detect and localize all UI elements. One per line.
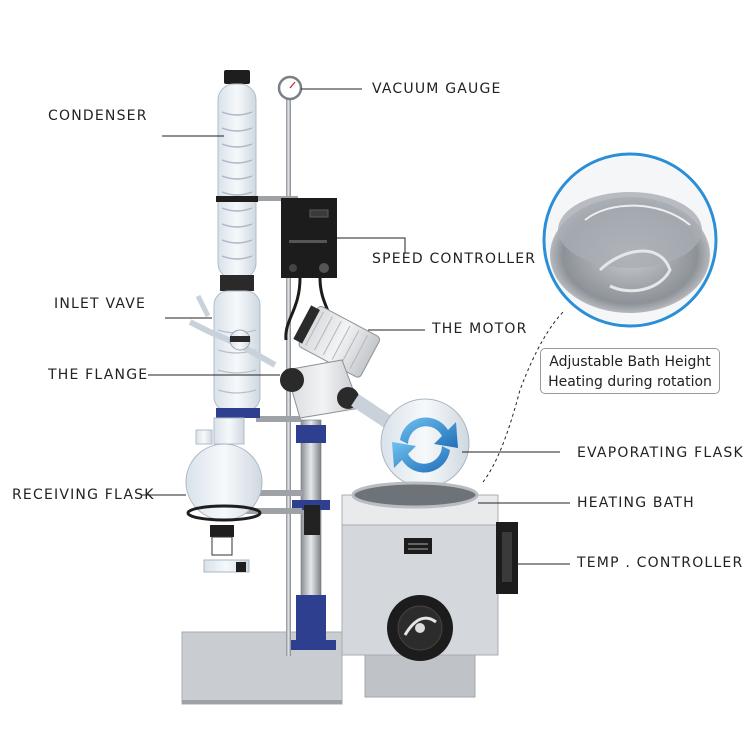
clamp-arms [240, 196, 302, 514]
motor-unit [293, 305, 381, 378]
flange-housing [280, 359, 361, 419]
bath-knob [387, 595, 453, 661]
leader-lines [142, 88, 570, 565]
bath-base [364, 654, 476, 698]
vacuum-gauge [277, 75, 303, 101]
label-speed-controller: SPEED CONTROLLER [372, 251, 537, 267]
temp-controller-box [496, 522, 518, 594]
label-inlet-valve: INLET VAVE [54, 296, 147, 312]
label-flange: THE FLANGE [48, 367, 149, 383]
label-vacuum-gauge: VACUUM GAUGE [372, 81, 502, 97]
bath-callout-box: Adjustable Bath Height Heating during ro… [540, 348, 720, 394]
bath-inset-photo [542, 152, 718, 328]
condenser-glass [213, 70, 261, 418]
label-temp-controller: TEMP . CONTROLLER [577, 555, 744, 571]
speed-controller-box [281, 198, 337, 278]
evaporating-flask-glass [351, 394, 470, 488]
rotation-arrow-icon [392, 417, 458, 473]
label-receiving-flask: RECEIVING FLASK [12, 487, 155, 503]
label-heating-bath: HEATING BATH [577, 495, 695, 511]
inlet-valve [188, 294, 277, 368]
receiving-flask-glass [185, 417, 263, 573]
callout-line-1: Adjustable Bath Height [549, 354, 711, 370]
label-motor: THE MOTOR [432, 321, 528, 337]
label-evaporating-flask: EVAPORATING FLASK [577, 445, 744, 461]
callout-line-2: Heating during rotation [548, 374, 712, 390]
lift-column [286, 419, 336, 650]
label-condenser: CONDENSER [48, 108, 148, 124]
